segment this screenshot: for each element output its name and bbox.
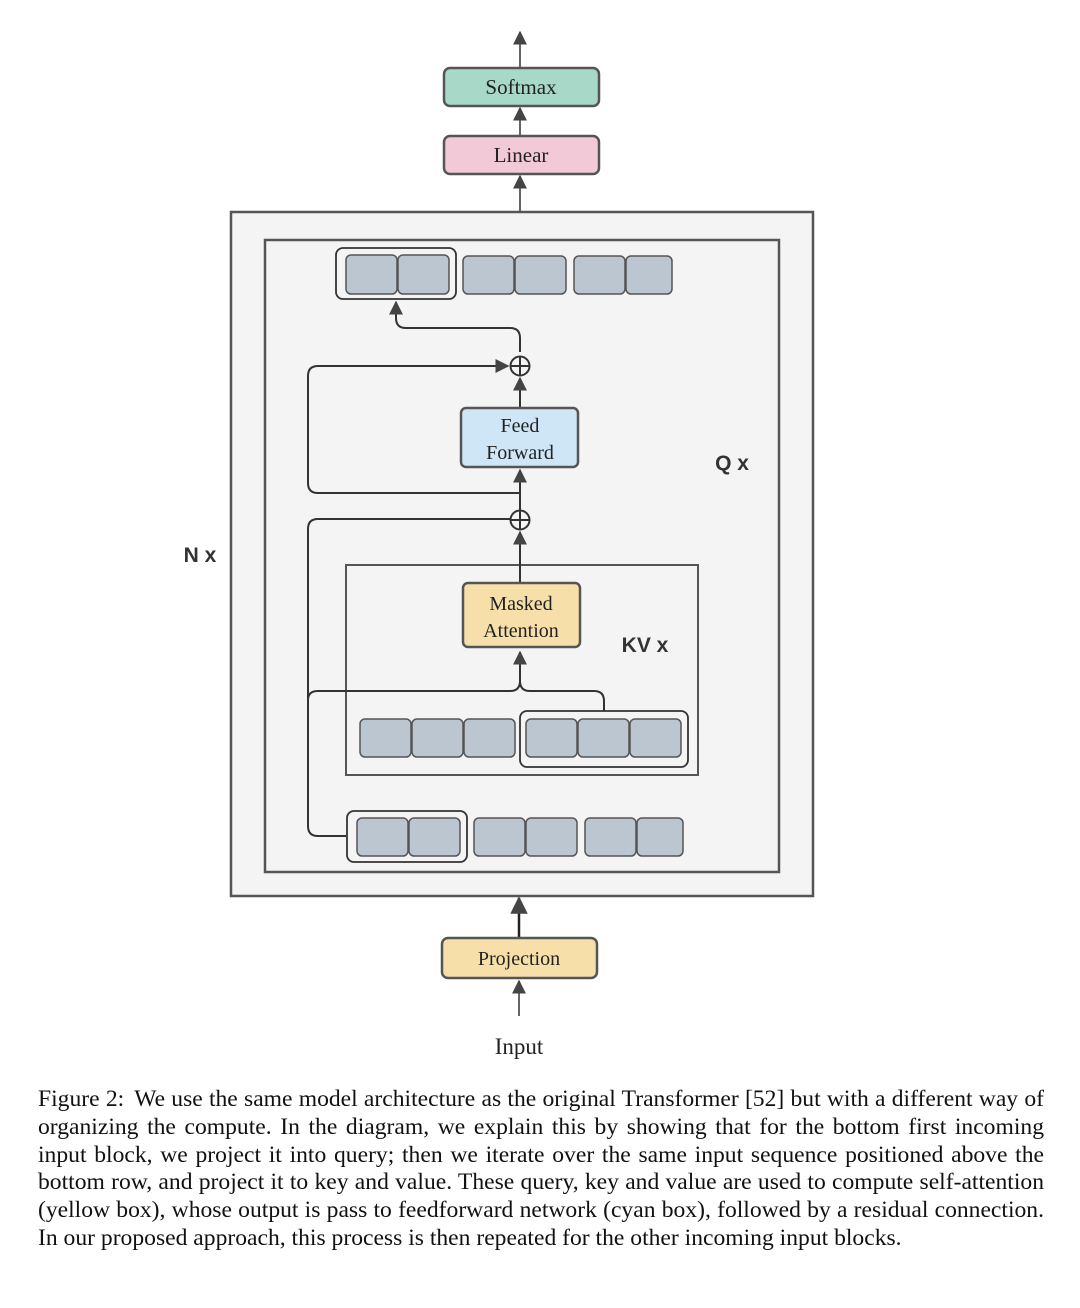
residual-add-lower (509, 509, 531, 531)
caption-text: We use the same model architecture as th… (38, 1086, 1044, 1251)
softmax-block: Softmax (442, 66, 601, 108)
query-token-row (346, 810, 684, 863)
kv-repeat-label: KV x (622, 634, 669, 657)
input-label: Input (495, 1034, 544, 1059)
projection-label: Projection (478, 948, 560, 970)
projection-block: Projection (440, 936, 599, 980)
figure-caption: Figure 2:We use the same model architect… (38, 1086, 1044, 1253)
q-repeat-label: Q x (715, 452, 749, 475)
output-token-row (335, 247, 673, 300)
q-frame (263, 238, 781, 874)
linear-label: Linear (494, 143, 549, 167)
masked-attention-block: Masked Attention (461, 581, 582, 649)
kv-token-row (359, 710, 689, 768)
linear-block: Linear (442, 134, 601, 176)
softmax-label: Softmax (485, 75, 557, 99)
feed-forward-label-line1: Feed (501, 415, 540, 437)
n-repeat-label: N x (184, 544, 217, 567)
masked-attention-label-line1: Masked (489, 593, 552, 615)
residual-add-upper (509, 355, 531, 377)
feed-forward-block: Feed Forward (459, 406, 580, 469)
figure-number: Figure 2: (38, 1086, 125, 1112)
transformer-diagram: Softmax Linear N x Q x KV x Feed F (184, 30, 815, 1059)
masked-attention-label-line2: Attention (483, 620, 559, 642)
feed-forward-label-line2: Forward (486, 442, 554, 464)
